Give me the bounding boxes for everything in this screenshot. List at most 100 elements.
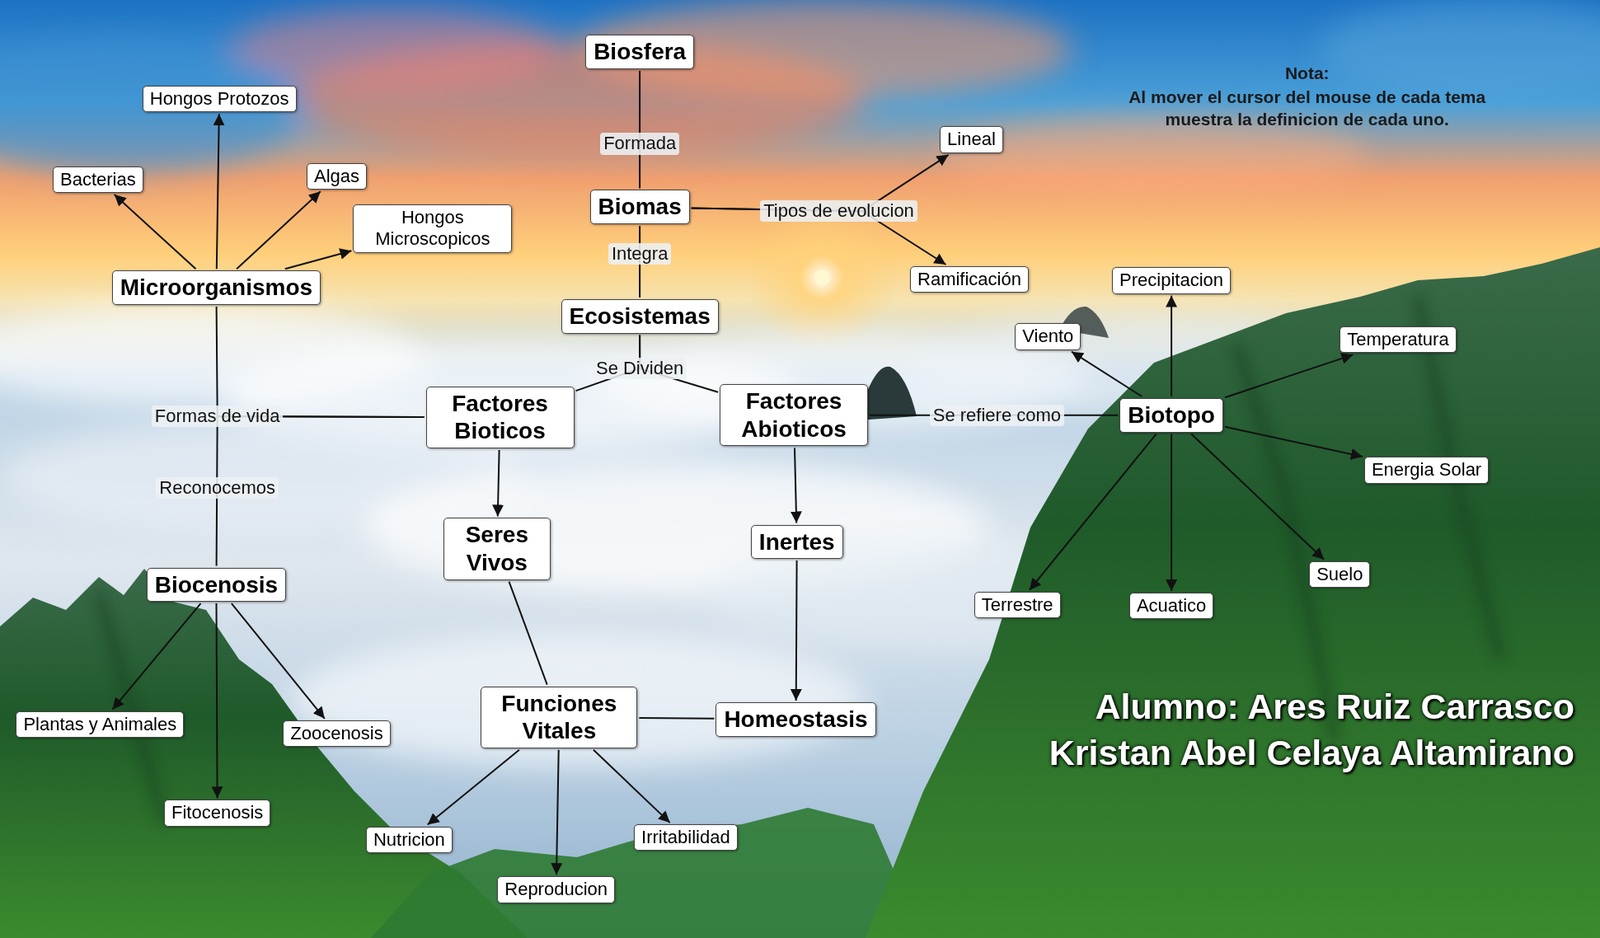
term-box: Acuatico bbox=[1129, 592, 1214, 620]
node-text: Energia Solar bbox=[1371, 459, 1482, 481]
edge-label: Reconocemos bbox=[155, 477, 279, 499]
connector bbox=[638, 70, 641, 189]
connector bbox=[509, 581, 548, 686]
node-text: Irritabilidad bbox=[641, 826, 731, 849]
node-text: Funciones Vitales bbox=[488, 689, 629, 746]
concept-box: Biomas bbox=[590, 189, 690, 225]
connector bbox=[1170, 295, 1173, 397]
connector bbox=[216, 306, 425, 418]
concept-box: Microorganismos bbox=[112, 270, 321, 305]
term-box: Algas bbox=[306, 163, 367, 190]
node-text: Microorganismos bbox=[120, 273, 313, 302]
node-text: Biosfera bbox=[593, 37, 686, 66]
concept-box: Factores Abioticos bbox=[719, 384, 869, 446]
term-box: Energia Solar bbox=[1364, 456, 1489, 484]
connector bbox=[794, 447, 797, 523]
connector bbox=[1224, 354, 1353, 398]
term-box: Ramificación bbox=[910, 266, 1029, 293]
term-box: Suelo bbox=[1309, 561, 1371, 588]
author-name: Kristan Abel Celaya Altamirano bbox=[1049, 731, 1575, 775]
node-text: Suelo bbox=[1316, 563, 1363, 586]
node-text: Homeostasis bbox=[723, 705, 868, 734]
connector bbox=[285, 250, 352, 269]
node-text: Terrestre bbox=[981, 594, 1054, 616]
node-text: Temperatura bbox=[1346, 328, 1450, 351]
node-text: Plantas y Animales bbox=[23, 713, 177, 736]
term-box: Zoocenosis bbox=[282, 720, 391, 747]
connector bbox=[638, 717, 714, 720]
connector bbox=[556, 750, 559, 875]
connector bbox=[1029, 434, 1157, 591]
connector bbox=[1170, 434, 1173, 592]
node-text: Hongos Microscopicos bbox=[360, 206, 505, 251]
concept-box: Seres Vivos bbox=[443, 517, 551, 580]
edge-label: Se refiere como bbox=[929, 404, 1065, 427]
sun bbox=[813, 269, 831, 287]
edge-label: Se Dividen bbox=[592, 357, 687, 380]
node-text: Biotopo bbox=[1127, 401, 1216, 430]
concept-box: Ecosistemas bbox=[561, 299, 719, 334]
connector bbox=[216, 113, 220, 269]
node-text: Fitocenosis bbox=[171, 802, 263, 824]
node-text: Lineal bbox=[947, 128, 996, 151]
author-name: Alumno: Ares Ruiz Carrasco bbox=[1095, 685, 1575, 729]
concept-box: Funciones Vitales bbox=[480, 686, 638, 749]
connector bbox=[112, 603, 202, 710]
node-text: Nutricion bbox=[373, 829, 446, 851]
node-text: Acuatico bbox=[1136, 595, 1206, 617]
node-text: Factores Abioticos bbox=[727, 387, 860, 443]
concept-box: Homeostasis bbox=[715, 702, 876, 737]
concept-box: Biotopo bbox=[1119, 398, 1224, 433]
connector bbox=[1191, 434, 1324, 560]
connector bbox=[427, 750, 520, 826]
cloud bbox=[0, 41, 305, 174]
term-box: Viento bbox=[1014, 323, 1081, 350]
sun-glow bbox=[747, 203, 897, 352]
node-text: Precipitacion bbox=[1119, 269, 1224, 291]
ridge bbox=[98, 593, 165, 825]
node-text: Bacterias bbox=[60, 168, 137, 191]
term-box: Terrestre bbox=[974, 591, 1061, 619]
sunset-clouds bbox=[0, 0, 1600, 198]
note-text: Al mover el cursor del mouse de cada tem… bbox=[1113, 85, 1502, 132]
connector bbox=[1071, 351, 1142, 397]
term-box: Reproducion bbox=[497, 876, 615, 903]
term-box: Fitocenosis bbox=[164, 799, 271, 826]
edge-label: Tipos de evolucion bbox=[760, 200, 918, 222]
note-text: Nota: bbox=[1285, 61, 1330, 85]
connector bbox=[497, 450, 500, 517]
cloud bbox=[577, 0, 1072, 99]
node-text: Hongos Protozos bbox=[150, 88, 290, 110]
concept-box: Factores Bioticos bbox=[426, 386, 575, 449]
ridge bbox=[1236, 346, 1336, 742]
term-box: Hongos Protozos bbox=[142, 85, 297, 113]
node-text: Reproducion bbox=[504, 878, 608, 901]
connector bbox=[795, 560, 798, 701]
mountain-right bbox=[865, 247, 1600, 938]
term-box: Temperatura bbox=[1339, 326, 1457, 353]
forest-center bbox=[370, 807, 924, 938]
connector bbox=[593, 750, 671, 823]
term-box: Bacterias bbox=[52, 166, 144, 193]
node-text: Ecosistemas bbox=[569, 302, 711, 331]
node-text: Ramificación bbox=[917, 268, 1022, 291]
node-text: Zoocenosis bbox=[290, 722, 384, 745]
node-text: Biocenosis bbox=[154, 571, 278, 600]
node-text: Biomas bbox=[598, 192, 682, 221]
term-box: Precipitacion bbox=[1112, 267, 1231, 294]
node-text: Seres Vivos bbox=[451, 520, 543, 577]
concept-box: Inertes bbox=[750, 525, 844, 560]
concept-box: Biosfera bbox=[585, 34, 695, 70]
term-box: Nutricion bbox=[365, 826, 453, 854]
term-box: Plantas y Animales bbox=[15, 711, 184, 738]
term-box: Irritabilidad bbox=[633, 824, 738, 851]
term-box: Hongos Microscopicos bbox=[352, 204, 512, 254]
term-box: Lineal bbox=[939, 126, 1004, 153]
edge-label: Integra bbox=[608, 243, 672, 265]
connector bbox=[236, 191, 321, 269]
connector bbox=[216, 603, 218, 798]
connector bbox=[1224, 426, 1363, 457]
connector bbox=[231, 603, 325, 719]
